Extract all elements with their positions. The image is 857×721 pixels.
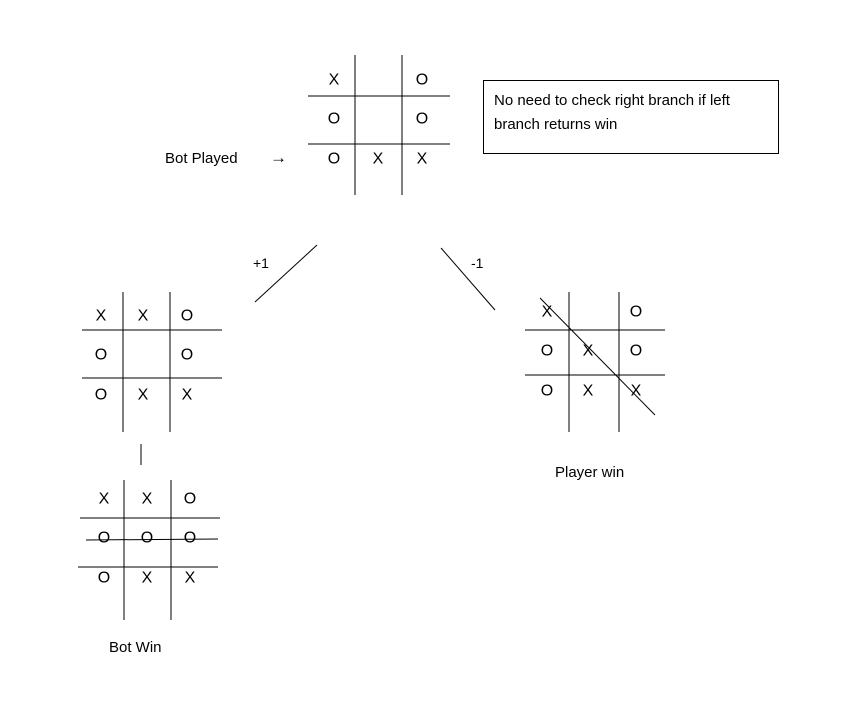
right-board-cells: X O O X O O X X	[541, 304, 642, 400]
bottom-board-cells: X X O O O O O X X	[98, 491, 196, 587]
bottom-board-grid	[78, 480, 220, 620]
right-cell-r1c2: O	[630, 343, 642, 360]
root-cell-r1c0: O	[328, 111, 340, 128]
root-cell-r0c2: O	[416, 72, 428, 89]
right-cell-r1c1: X	[583, 343, 594, 360]
bot-played-label: Bot Played	[165, 150, 238, 167]
bottom-cell-r0c0: X	[99, 491, 110, 508]
bottom-cell-r2c2: X	[185, 570, 196, 587]
bottom-cell-r2c1: X	[142, 570, 153, 587]
left-cell-r1c2: O	[181, 347, 193, 364]
player-win-label: Player win	[555, 464, 625, 481]
left-cell-r1c0: O	[95, 347, 107, 364]
left-cell-r2c1: X	[138, 387, 149, 404]
left-cell-r0c1: X	[138, 308, 149, 325]
bottom-cell-r1c1: O	[141, 530, 153, 547]
left-branch-line	[254, 244, 318, 303]
bottom-win-strike-line	[85, 538, 219, 541]
note-box: No need to check right branch if left br…	[483, 80, 779, 154]
right-cell-r0c2: O	[630, 304, 642, 321]
minus-one-label: -1	[471, 255, 484, 271]
root-board-grid	[308, 55, 450, 195]
left-cell-r2c0: O	[95, 387, 107, 404]
right-cell-r1c0: O	[541, 343, 553, 360]
left-board-cells: X X O O O O X X	[95, 308, 193, 404]
right-board-grid	[525, 292, 665, 432]
root-cell-r0c0: X	[329, 72, 340, 89]
bottom-cell-r0c2: O	[184, 491, 196, 508]
bottom-cell-r0c1: X	[142, 491, 153, 508]
right-cell-r2c1: X	[583, 383, 594, 400]
right-cell-r2c0: O	[541, 383, 553, 400]
left-cell-r2c2: X	[182, 387, 193, 404]
plus-one-label: +1	[253, 255, 269, 271]
root-board-cells: X O O O O X X	[328, 72, 428, 168]
right-cell-r2c2: X	[631, 383, 642, 400]
left-cell-r0c0: X	[96, 308, 107, 325]
left-cell-r0c2: O	[181, 308, 193, 325]
bottom-cell-r1c2: O	[184, 530, 196, 547]
right-cell-r0c0: X	[542, 304, 553, 321]
root-cell-r2c0: O	[328, 151, 340, 168]
right-win-strike-line	[539, 297, 656, 416]
bottom-cell-r2c0: O	[98, 570, 110, 587]
bottom-cell-r1c0: O	[98, 530, 110, 547]
right-branch-line	[440, 247, 496, 311]
root-cell-r2c2: X	[417, 151, 428, 168]
root-cell-r2c1: X	[373, 151, 384, 168]
left-board-grid	[82, 292, 222, 432]
root-cell-r1c2: O	[416, 111, 428, 128]
bot-win-label: Bot Win	[109, 639, 162, 656]
arrow-icon: →	[270, 148, 287, 167]
